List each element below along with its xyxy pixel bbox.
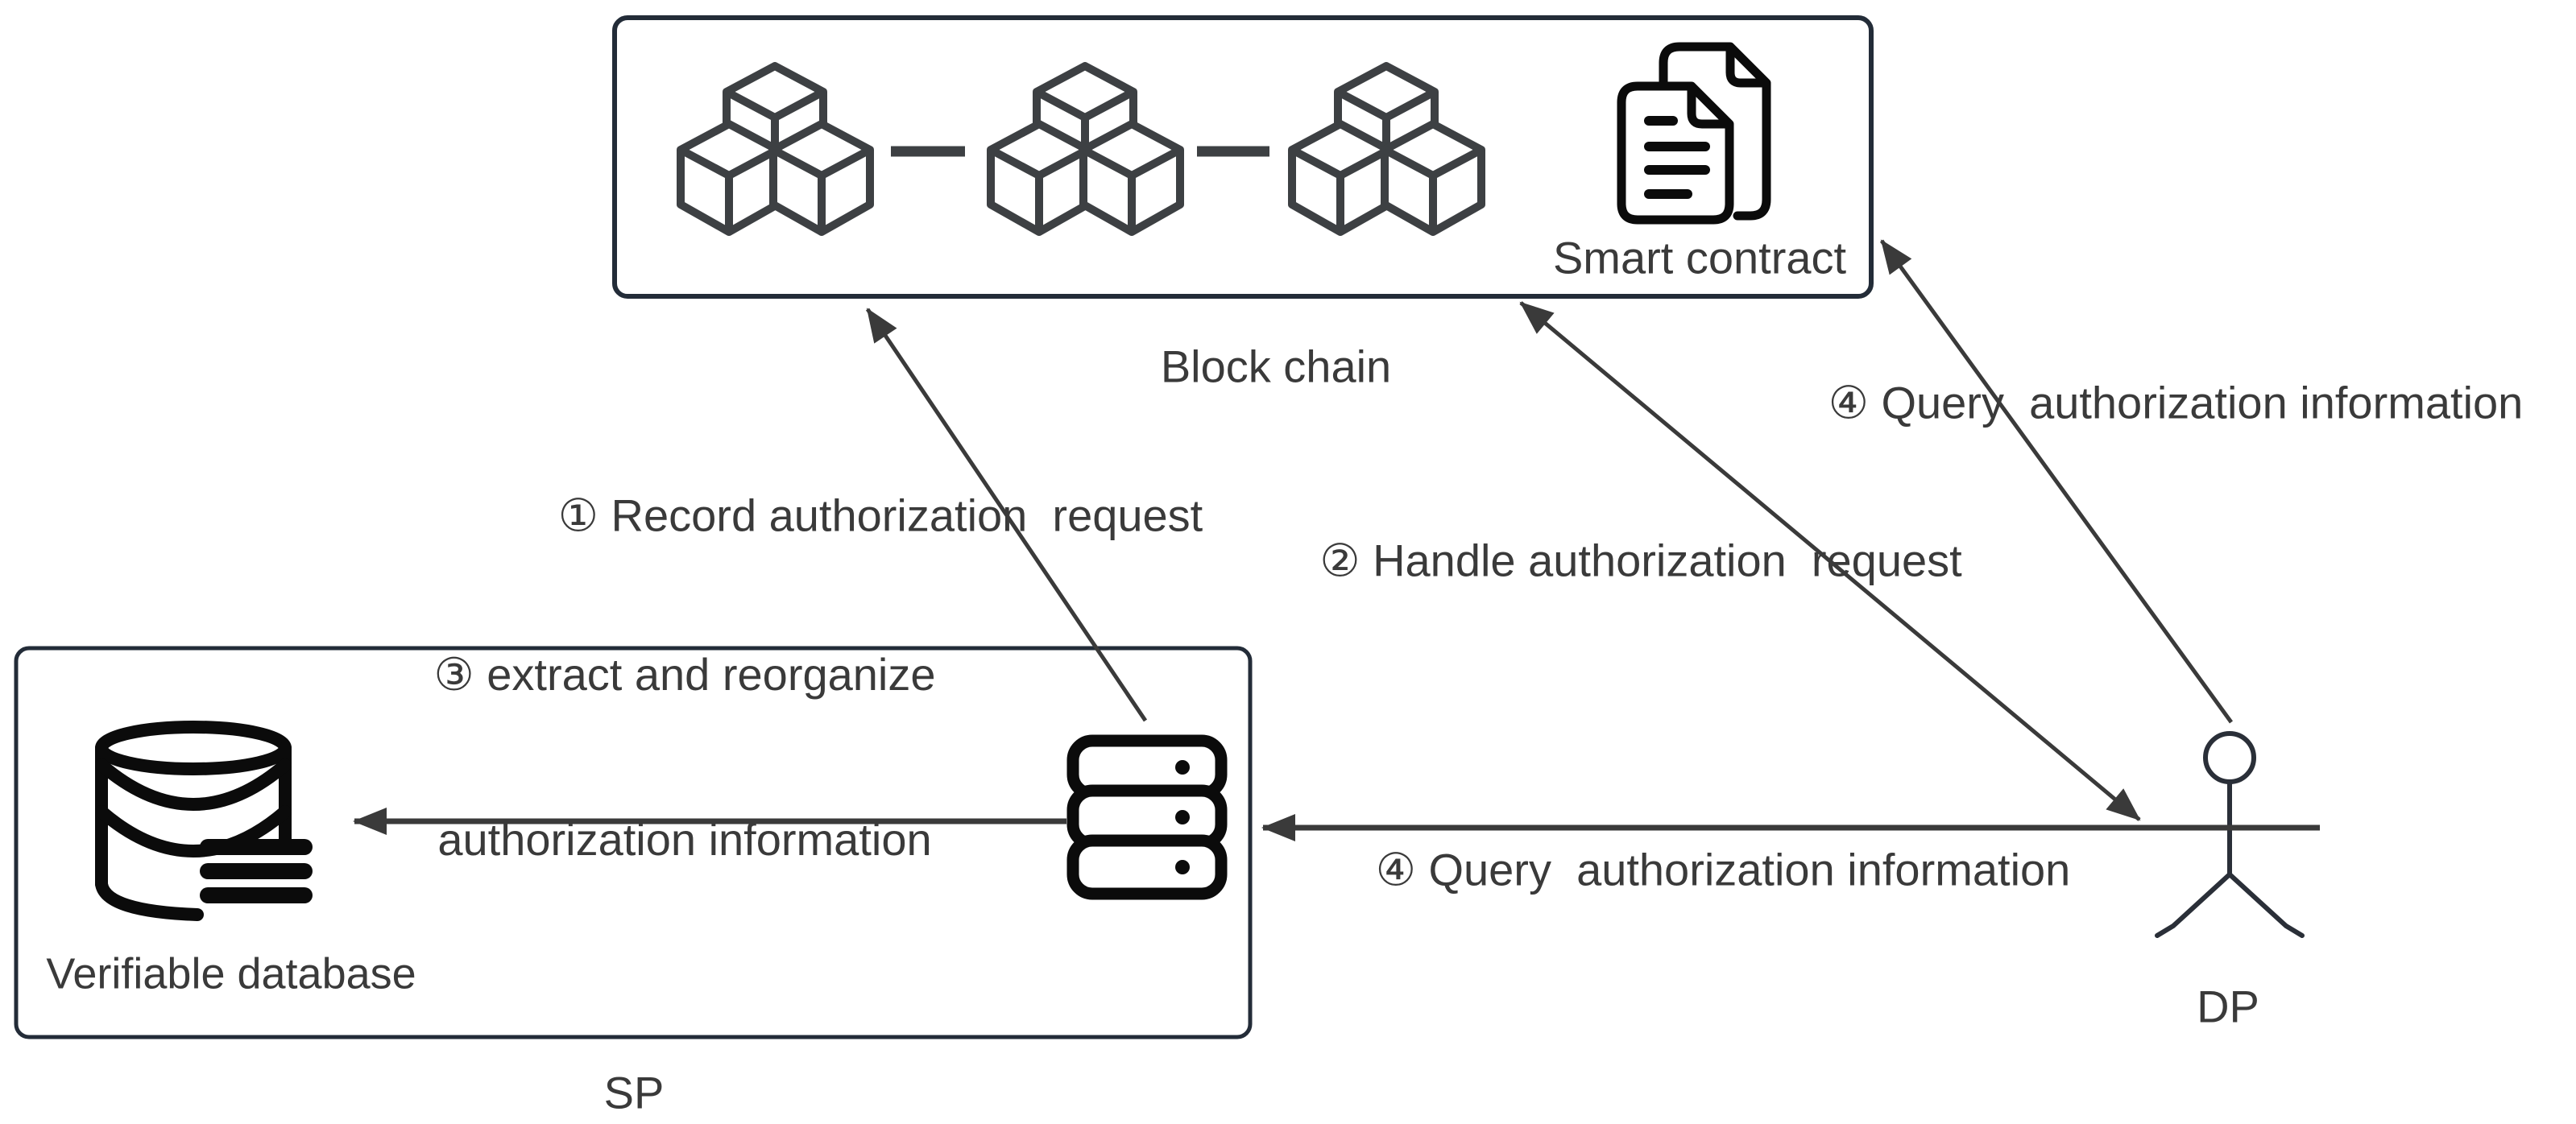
arrow-record-authorization-request: [865, 308, 1148, 722]
database-icon: [95, 721, 313, 921]
block-cluster-icon: [991, 66, 1180, 232]
blockchain-box: [612, 15, 1874, 299]
smart-contract-label: Smart contract: [1552, 232, 1847, 283]
verifiable-database-label: Verifiable database: [46, 949, 416, 998]
smart-contract-icon: [1617, 42, 1771, 225]
step2-label: ② Handle authorization request: [1319, 535, 1962, 586]
sp-title: SP: [603, 1067, 665, 1118]
block-cluster-icon: [681, 66, 870, 232]
server-icon: [1066, 734, 1228, 900]
step3-label: ③ extract and reorganize authorization i…: [434, 537, 936, 977]
dp-title: DP: [2197, 981, 2259, 1032]
step4-top-label: ④ Query authorization information: [1828, 377, 2524, 428]
step3-label-line2: authorization information: [437, 813, 932, 865]
arrow-handle-authorization-request: [1519, 301, 2141, 821]
sp-box: [14, 646, 1253, 1039]
step3-label-line1: ③ extract and reorganize: [433, 648, 936, 700]
step1-label: ① Record authorization request: [557, 490, 1203, 541]
blockchain-title: Block chain: [1160, 341, 1392, 392]
person-icon: [2155, 731, 2305, 938]
step4-bottom-label: ④ Query authorization information: [1375, 844, 2071, 895]
arrow-query-authorization-blockchain: [1879, 239, 2234, 724]
block-cluster-icon: [1292, 66, 1481, 232]
